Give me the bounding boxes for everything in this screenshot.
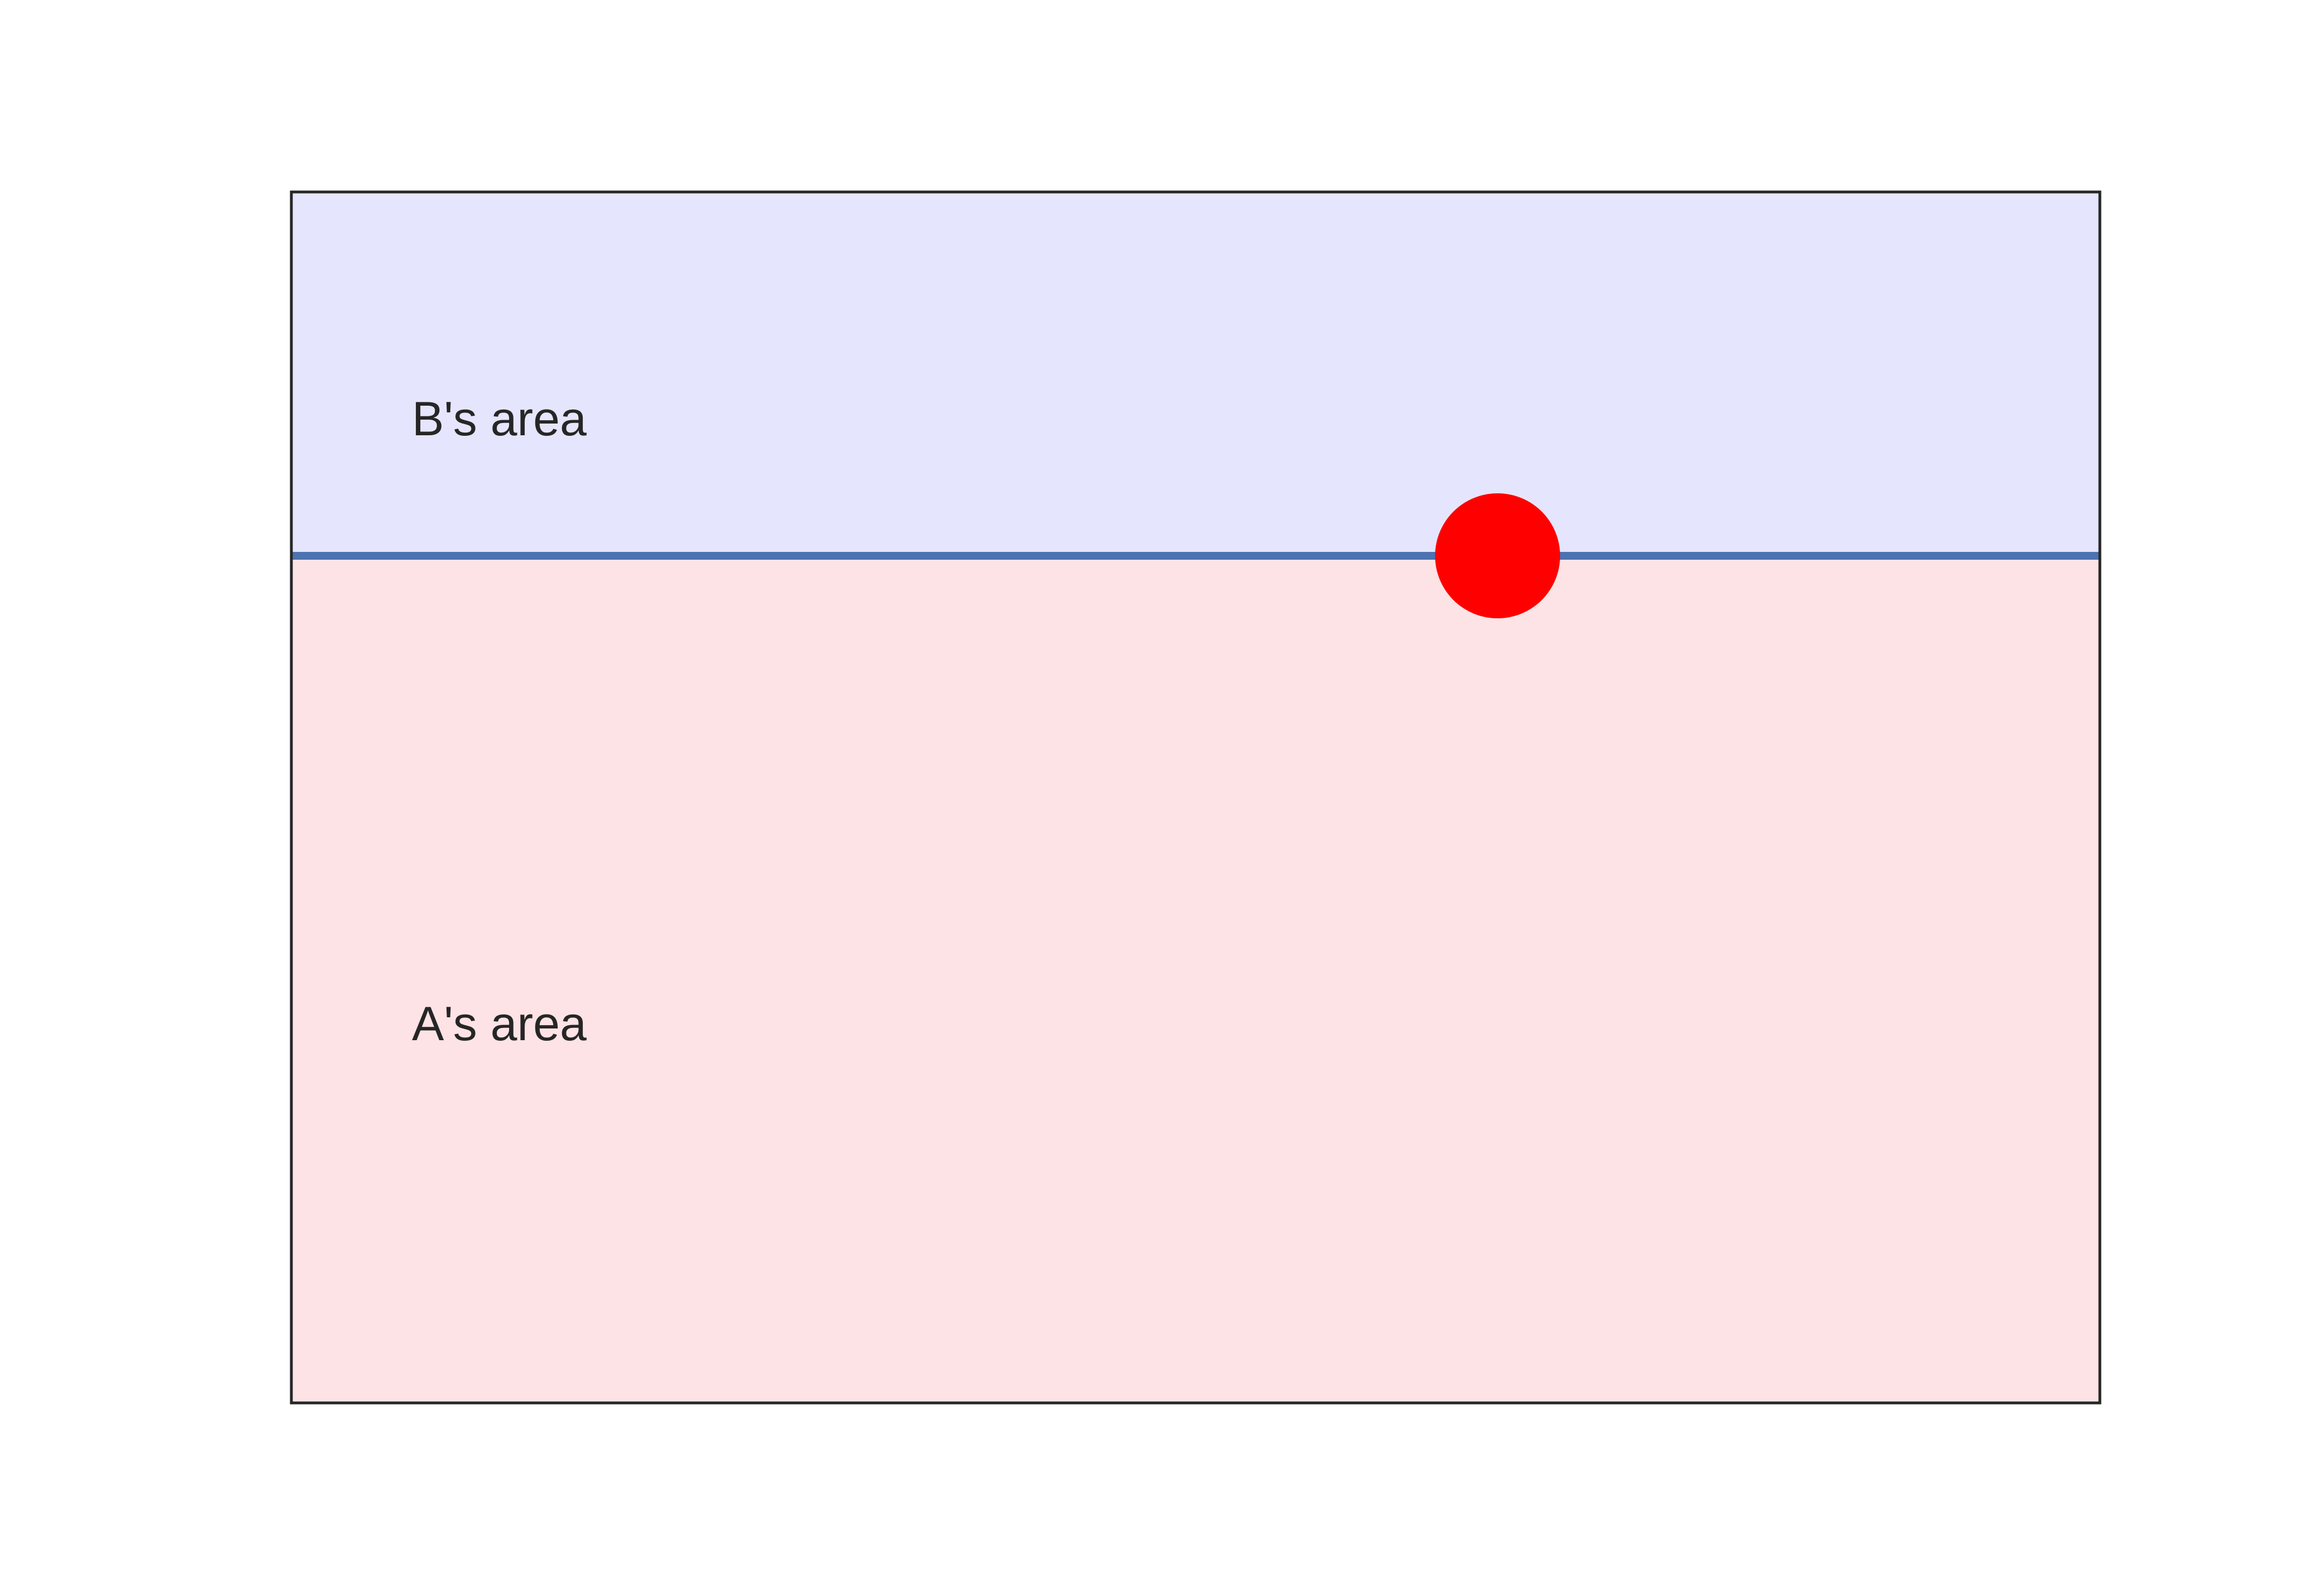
region-a-area [291, 556, 2100, 1403]
region-b-area [291, 192, 2100, 556]
intersection-marker-dot [1435, 493, 1560, 618]
region-a-label: A's area [412, 997, 587, 1051]
diagram-frame [290, 190, 2102, 1405]
region-b-label: B's area [412, 392, 587, 446]
